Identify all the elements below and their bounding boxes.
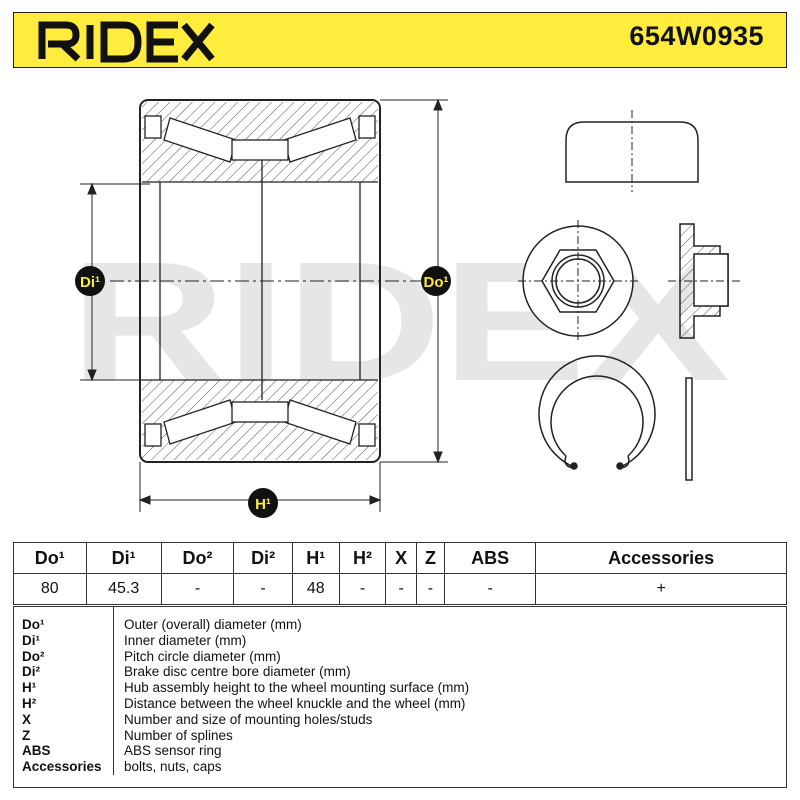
legend-row: ABS ABS sensor ring bbox=[14, 743, 786, 760]
legend-desc: Number of splines bbox=[124, 727, 233, 743]
nut-side-drawing bbox=[668, 223, 742, 339]
legend-desc: bolts, nuts, caps bbox=[124, 759, 222, 775]
legend-row: Accessories bolts, nuts, caps bbox=[14, 759, 786, 775]
spec-value-cell: - bbox=[338, 573, 387, 605]
legend-key: Accessories bbox=[14, 759, 114, 775]
legend-key: Do² bbox=[14, 648, 114, 665]
ridex-logo bbox=[38, 21, 215, 63]
bearing-cross-section bbox=[139, 99, 381, 463]
legend-key: ABS bbox=[14, 743, 114, 760]
bearing-technical-drawing: RIDEX bbox=[70, 98, 742, 518]
do-badge bbox=[421, 266, 451, 296]
circlip-drawing bbox=[538, 355, 693, 481]
legend-desc: Hub assembly height to the wheel mountin… bbox=[124, 680, 470, 696]
spec-value-cell: - bbox=[415, 573, 445, 605]
spec-header-cell: X bbox=[385, 542, 417, 574]
spec-table: Do¹ Di¹ Do² Di² H¹ H² X Z ABS Accessorie… bbox=[13, 542, 787, 605]
legend-desc: Number and size of mounting holes/studs bbox=[124, 711, 373, 727]
nut-front-drawing bbox=[518, 220, 640, 342]
spec-value-cell: - bbox=[160, 573, 235, 605]
legend-key: H² bbox=[14, 695, 114, 712]
legend-key: Di¹ bbox=[14, 632, 114, 649]
spec-value-cell: - bbox=[233, 573, 293, 605]
legend-row: X Number and size of mounting holes/studs bbox=[14, 711, 786, 728]
spec-header-cell: Do¹ bbox=[13, 542, 87, 574]
legend-desc: Pitch circle diameter (mm) bbox=[124, 648, 281, 664]
spec-header-cell: ABS bbox=[443, 542, 537, 574]
spec-value-cell: 80 bbox=[13, 573, 87, 605]
spec-header-cell: Z bbox=[415, 542, 445, 574]
spec-header-cell: H¹ bbox=[291, 542, 340, 574]
h-badge-label: H¹ bbox=[255, 496, 271, 513]
do-badge-label: Do¹ bbox=[424, 274, 449, 291]
spec-header-cell: Do² bbox=[160, 542, 235, 574]
legend-row: Di¹ Inner diameter (mm) bbox=[14, 632, 786, 649]
part-number: 654W0935 bbox=[629, 21, 764, 51]
legend-row: Z Number of splines bbox=[14, 727, 786, 744]
legend-desc: Outer (overall) diameter (mm) bbox=[124, 617, 302, 632]
spec-header-row: Do¹ Di¹ Do² Di² H¹ H² X Z ABS Accessorie… bbox=[13, 542, 787, 574]
spec-value-row: 80 45.3 - - 48 - - - - + bbox=[13, 573, 787, 605]
legend-row: H¹ Hub assembly height to the wheel mount… bbox=[14, 680, 786, 696]
legend-box: Do¹ Outer (overall) diameter (mm) Di¹ Inne… bbox=[13, 606, 787, 788]
spec-value-cell: 48 bbox=[291, 573, 340, 605]
legend-row: Do² Pitch circle diameter (mm) bbox=[14, 648, 786, 665]
spec-value-cell: + bbox=[535, 573, 787, 605]
legend-key: Di² bbox=[14, 664, 114, 681]
legend-row: Di² Brake disc centre bore diameter (mm) bbox=[14, 664, 786, 681]
h-badge bbox=[248, 488, 278, 518]
legend-desc: ABS sensor ring bbox=[124, 743, 222, 759]
legend-key: Do¹ bbox=[14, 617, 114, 633]
spec-header-cell: Di¹ bbox=[85, 542, 162, 574]
legend-key: H¹ bbox=[14, 680, 114, 696]
spec-header-cell: H² bbox=[338, 542, 387, 574]
cap-drawing bbox=[565, 110, 699, 192]
spec-value-cell: - bbox=[443, 573, 537, 605]
spec-value-cell: 45.3 bbox=[85, 573, 162, 605]
legend-row: Do¹ Outer (overall) diameter (mm) bbox=[14, 617, 786, 633]
legend-desc: Inner diameter (mm) bbox=[124, 632, 247, 648]
spec-header-cell: Di² bbox=[233, 542, 293, 574]
legend-key: X bbox=[14, 711, 114, 728]
di-badge bbox=[75, 266, 105, 296]
legend-desc: Distance between the wheel knuckle and t… bbox=[124, 695, 466, 711]
header-bar: 654W0935 bbox=[13, 12, 787, 68]
di-badge-label: Di¹ bbox=[80, 274, 100, 291]
spec-header-cell: Accessories bbox=[535, 542, 787, 574]
legend-row: H² Distance between the wheel knuckle and… bbox=[14, 695, 786, 712]
spec-value-cell: - bbox=[385, 573, 417, 605]
legend-desc: Brake disc centre bore diameter (mm) bbox=[124, 664, 351, 680]
legend-key: Z bbox=[14, 727, 114, 744]
